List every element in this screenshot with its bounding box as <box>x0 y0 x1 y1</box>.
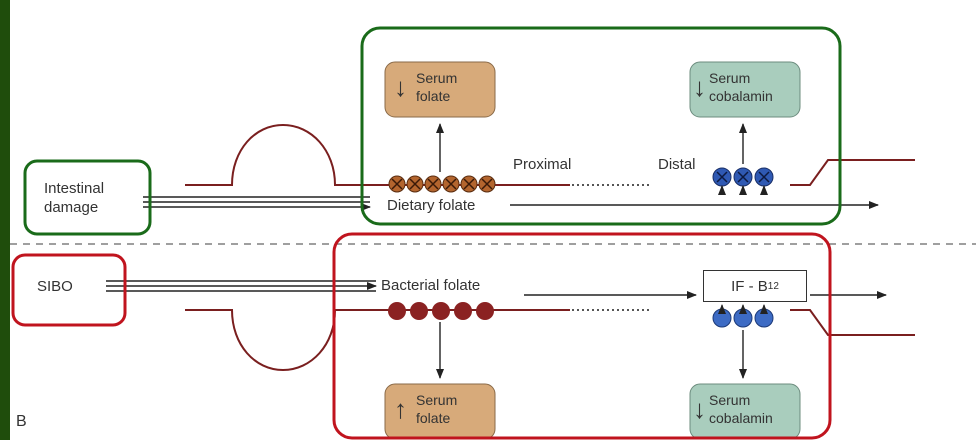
bottom-serum-cobalamin-arrow: ↓ <box>693 394 706 424</box>
bottom-receptors <box>712 308 774 328</box>
bottom-intestine-wall <box>185 309 570 372</box>
top-serum-cobalamin-box <box>689 61 801 118</box>
carrier-2 <box>406 175 424 193</box>
receptor-2 <box>733 167 753 187</box>
bottom-serum-folate-word: Serum <box>416 392 458 408</box>
carrier-3 <box>424 175 442 193</box>
bacterium-3 <box>432 302 450 320</box>
proximal-folate-carriers <box>388 175 496 193</box>
carrier-6 <box>478 175 496 193</box>
top-serum-folate-word2: folate <box>416 88 451 104</box>
dietary-folate-label: Dietary folate <box>384 197 479 214</box>
bottom-serum-folate-word2: folate <box>416 410 451 426</box>
sibo-label: SIBO <box>37 278 77 295</box>
distal-cobalamin-receptors <box>712 167 774 187</box>
bacterium-4 <box>454 302 472 320</box>
bacteria-markers <box>388 302 494 320</box>
top-serum-cobalamin-word2: cobalamin <box>709 88 773 104</box>
diagram-canvas: Intestinal damage ↓ Serum folate ↓ Serum… <box>10 0 976 440</box>
bottom-serum-cobalamin-word: Serum <box>709 392 751 408</box>
top-intestine-wall-distal <box>790 159 915 186</box>
top-serum-folate-box <box>384 61 496 118</box>
bacterial-folate-label: Bacterial folate <box>378 277 484 294</box>
bottom-effect-box <box>332 232 832 440</box>
proximal-label: Proximal <box>513 156 572 173</box>
if-b12-main: IF - B <box>731 277 768 295</box>
bottom-intestine-wall-distal <box>790 309 915 336</box>
top-intestine-wall <box>185 123 570 186</box>
intestinal-damage-label: Intestinal damage <box>44 180 105 216</box>
top-serum-cobalamin-arrow: ↓ <box>693 72 706 102</box>
top-serum-folate-arrow: ↓ <box>394 72 407 102</box>
receptor-3 <box>754 167 774 187</box>
bacterium-5 <box>476 302 494 320</box>
bottom-serum-cobalamin-word2: cobalamin <box>709 410 773 426</box>
carrier-1 <box>388 175 406 193</box>
bacterium-2 <box>410 302 428 320</box>
sibo-box <box>11 253 127 327</box>
bottom-serum-folate-arrow: ↑ <box>394 394 407 424</box>
top-serum-cobalamin-word: Serum <box>709 70 751 86</box>
diagram-graphics <box>10 26 976 440</box>
panel-letter: B <box>16 413 27 430</box>
intestinal-damage-box <box>23 159 152 236</box>
distal-label: Distal <box>658 156 696 173</box>
bacterium-1 <box>388 302 406 320</box>
if-b12-sub: 12 <box>767 280 779 292</box>
top-effect-box <box>360 26 842 226</box>
carrier-5 <box>460 175 478 193</box>
top-serum-folate-word: Serum <box>416 70 458 86</box>
carrier-4 <box>442 175 460 193</box>
receptor-1 <box>712 167 732 187</box>
